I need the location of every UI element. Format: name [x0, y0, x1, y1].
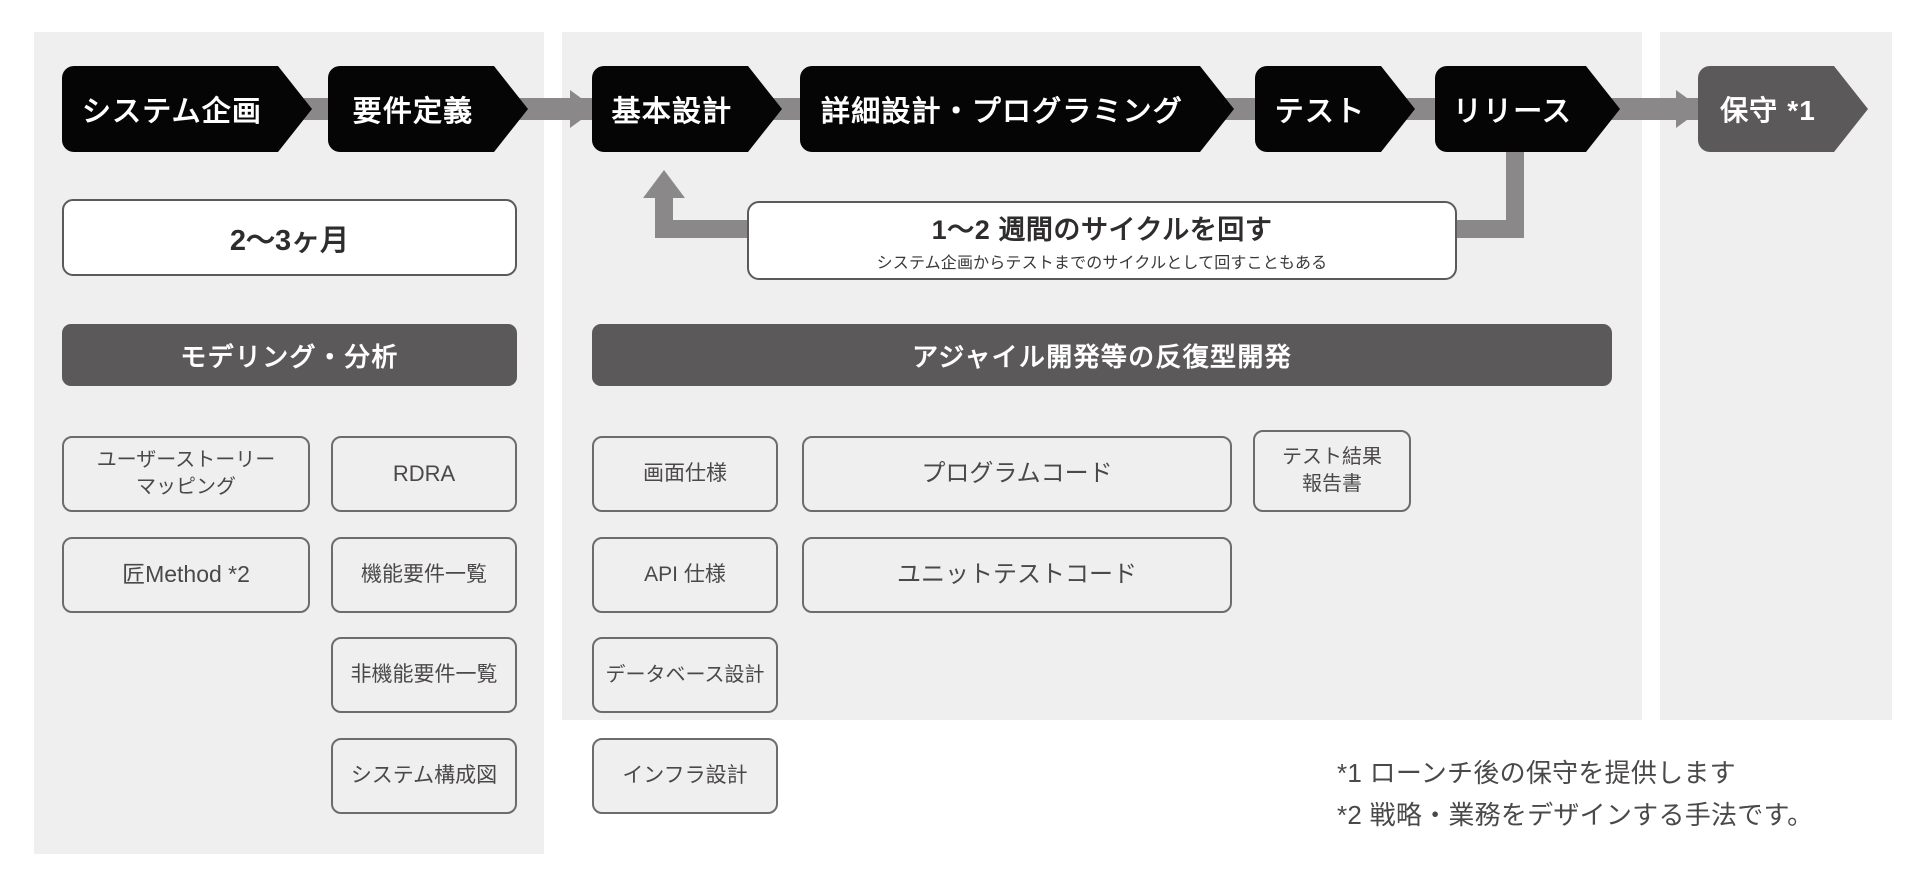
artifact-card[interactable]: システム構成図	[331, 738, 517, 814]
artifact-label: インフラ設計	[622, 763, 748, 787]
phase-label: 基本設計	[611, 96, 733, 128]
artifact-label: API 仕様	[644, 562, 726, 586]
phase-label: 詳細設計・プログラミング	[821, 96, 1183, 128]
artifact-label: システム構成図	[350, 763, 498, 787]
artifact-label: 画面仕様	[643, 461, 727, 485]
phase-basic-design[interactable]: 基本設計	[592, 66, 782, 152]
artifact-card[interactable]: 匠Method *2	[62, 537, 310, 613]
connector-arrow-head-1	[570, 90, 596, 128]
artifact-label: ユニットテストコード	[897, 560, 1137, 588]
phase-system-planning[interactable]: システム企画	[62, 66, 312, 152]
artifact-card[interactable]: API 仕様	[592, 537, 778, 613]
cycle-callout-title: 1〜2 週間のサイクルを回す	[931, 215, 1273, 245]
phase-label: システム企画	[81, 96, 263, 128]
phase-maintenance[interactable]: 保守 *1	[1698, 66, 1868, 152]
artifact-card[interactable]: 機能要件一覧	[331, 537, 517, 613]
phase-label: リリース	[1452, 96, 1573, 128]
phase-requirements[interactable]: 要件定義	[328, 66, 528, 152]
artifact-card[interactable]: プログラムコード	[802, 436, 1232, 512]
artifact-card[interactable]: ユーザーストーリー マッピング	[62, 436, 310, 512]
cycle-loop-vertical-left	[655, 196, 673, 238]
duration-label: 2〜3ヶ月	[229, 224, 350, 257]
artifact-card[interactable]: RDRA	[331, 436, 517, 512]
cycle-callout: 1〜2 週間のサイクルを回す システム企画からテストまでのサイクルとして回すこと…	[747, 201, 1457, 280]
artifact-card[interactable]: 画面仕様	[592, 436, 778, 512]
artifact-card[interactable]: インフラ設計	[592, 738, 778, 814]
phase-release[interactable]: リリース	[1435, 66, 1620, 152]
cycle-loop-arrow-head	[643, 170, 685, 198]
artifact-label: 非機能要件一覧	[350, 662, 498, 686]
artifact-label: 機能要件一覧	[361, 562, 487, 586]
artifact-label: テスト結果 報告書	[1282, 446, 1382, 495]
section-bar-label: アジャイル開発等の反復型開発	[912, 341, 1292, 372]
artifact-label: RDRA	[392, 461, 456, 487]
section-bar-label: モデリング・分析	[180, 341, 399, 372]
phase-test[interactable]: テスト	[1255, 66, 1415, 152]
cycle-loop-vertical-right	[1506, 148, 1524, 238]
phase-label: 保守 *1	[1720, 95, 1816, 126]
footnote-1: *1 ローンチ後の保守を提供します	[1337, 758, 1736, 788]
section-bar-agile: アジャイル開発等の反復型開発	[592, 324, 1612, 386]
artifact-label: 匠Method *2	[122, 561, 250, 588]
artifact-label: データベース設計	[605, 663, 765, 686]
artifact-card[interactable]: ユニットテストコード	[802, 537, 1232, 613]
duration-box: 2〜3ヶ月	[62, 199, 517, 276]
phase-label: テスト	[1274, 96, 1366, 128]
artifact-label: プログラムコード	[921, 459, 1113, 487]
footnote-2: *2 戦略・業務をデザインする手法です。	[1337, 800, 1814, 831]
artifact-card[interactable]: 非機能要件一覧	[331, 637, 517, 713]
phase-label: 要件定義	[352, 96, 474, 128]
cycle-callout-subtitle: システム企画からテストまでのサイクルとして回すこともある	[876, 255, 1328, 272]
connector-arrow-head-2	[1676, 90, 1702, 128]
footnotes: *1 ローンチ後の保守を提供します *2 戦略・業務をデザインする手法です。	[1337, 752, 1897, 836]
artifact-label: ユーザーストーリー マッピング	[96, 449, 276, 498]
phase-detailed-design[interactable]: 詳細設計・プログラミング	[800, 66, 1234, 152]
artifact-card[interactable]: テスト結果 報告書	[1253, 430, 1411, 512]
artifact-card[interactable]: データベース設計	[592, 637, 778, 713]
section-bar-modeling: モデリング・分析	[62, 324, 517, 386]
